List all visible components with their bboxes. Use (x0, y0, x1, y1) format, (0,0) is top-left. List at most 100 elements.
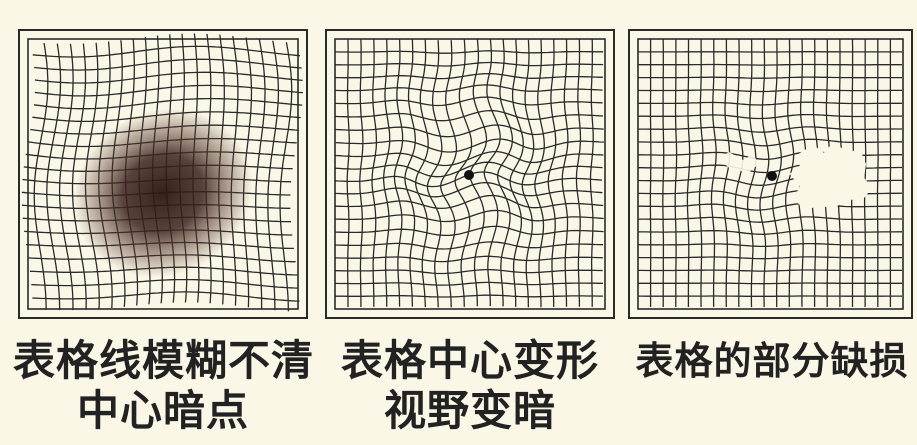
grid-line-horizontal (31, 278, 299, 289)
grid-line-horizontal (335, 109, 604, 122)
missing-area (789, 141, 873, 212)
grid-line-horizontal (638, 101, 902, 106)
grid-line-vertical (785, 39, 795, 307)
grid-line-horizontal (34, 84, 303, 97)
grid-line-horizontal (335, 124, 604, 138)
caption-panel-1: 表格线模糊不清 中心暗点 (13, 336, 313, 436)
grid-line-vertical (746, 39, 757, 308)
grid-line-vertical (382, 38, 391, 307)
grid-line-vertical (404, 39, 416, 307)
grid-line-horizontal (335, 241, 604, 250)
grid-line-horizontal (335, 150, 604, 167)
caption-panel-3: 表格的部分缺损 (630, 336, 914, 386)
grid-line-horizontal (334, 281, 603, 286)
grid-line-horizontal (638, 76, 902, 79)
grid-line-vertical (710, 38, 717, 307)
grid-line-vertical (359, 39, 364, 307)
grid-line-horizontal (335, 72, 603, 80)
grid-line-vertical (649, 39, 652, 307)
amsler-grid-partial-loss (627, 28, 914, 320)
grid-line-vertical (46, 43, 62, 311)
grid-line-vertical (496, 38, 514, 307)
grid-line-horizontal (638, 113, 902, 120)
grid-line-horizontal (334, 181, 603, 198)
grid-line-horizontal (638, 269, 902, 272)
grid-line-vertical (346, 39, 350, 308)
grid-line-horizontal (637, 242, 902, 248)
grid-line-vertical (589, 38, 594, 307)
grid-line-vertical (698, 39, 704, 308)
amsler-grid-center-distortion (324, 28, 616, 320)
caption-panel-2: 表格中心变形 视野变暗 (320, 336, 620, 436)
center-fixation-dot (464, 170, 474, 180)
grid-line-horizontal (637, 216, 902, 223)
caption-line: 表格中心变形 (340, 336, 599, 385)
grid-line-horizontal (638, 138, 903, 147)
grid-line-horizontal (637, 89, 902, 93)
grid-line-vertical (759, 39, 770, 308)
caption-line: 视野变暗 (383, 386, 556, 435)
grid-line-horizontal (334, 161, 603, 178)
grid-line-horizontal (335, 50, 604, 54)
grid-line-vertical (267, 40, 280, 311)
missing-area-left (719, 152, 759, 172)
grid-line-vertical (734, 39, 744, 308)
grid-line-horizontal (33, 97, 303, 110)
grid-line-vertical (534, 39, 545, 308)
grid-line-horizontal (32, 45, 301, 58)
grid-line-horizontal (335, 294, 603, 298)
grid-line-horizontal (334, 171, 603, 188)
grid-line-vertical (662, 39, 665, 307)
grid-line-horizontal (334, 268, 603, 275)
grid-line-horizontal (334, 96, 603, 107)
grid-line-horizontal (335, 209, 604, 223)
grid-line-horizontal (335, 225, 604, 237)
grid-line-vertical (509, 39, 524, 307)
grid-line-vertical (469, 38, 488, 307)
grid-line-vertical (876, 39, 879, 307)
grid-figure-1 (18, 29, 308, 319)
grid-line-vertical (674, 39, 678, 307)
grid-line-vertical (33, 42, 49, 310)
grid-line-vertical (58, 43, 74, 311)
grid-line-vertical (454, 39, 473, 307)
grid-line-horizontal (335, 138, 604, 153)
grid-figure-3 (628, 29, 913, 319)
center-fixation-dot (767, 171, 777, 181)
grid-line-horizontal (638, 229, 902, 235)
grid-line-vertical (561, 38, 569, 307)
grid-line-horizontal (334, 255, 603, 263)
amsler-grid-blurry-dark-center (17, 28, 309, 320)
grid-line-horizontal (335, 61, 604, 67)
grid-line-horizontal (637, 202, 902, 211)
grid-line-vertical (772, 39, 782, 308)
grid-line-vertical (393, 38, 404, 307)
grid-line-vertical (279, 42, 293, 312)
grid-line-horizontal (638, 63, 902, 66)
grid-line-vertical (426, 40, 443, 308)
grid-line-vertical (415, 39, 429, 308)
caption-line: 表格的部分缺损 (635, 339, 909, 383)
dark-spot (73, 108, 253, 278)
grid-line-horizontal (34, 71, 303, 84)
caption-line: 表格线模糊不清 (13, 336, 315, 385)
grid-line-horizontal (335, 194, 604, 210)
grid-line-horizontal (32, 291, 300, 302)
grid-line-vertical (722, 39, 731, 308)
grid-line-vertical (255, 39, 266, 309)
grid-line-vertical (863, 39, 867, 307)
caption-line: 中心暗点 (76, 386, 249, 435)
grid-line-vertical (483, 38, 501, 307)
grid-line-horizontal (34, 58, 302, 71)
grid-line-horizontal (334, 84, 603, 93)
grid-line-horizontal (638, 256, 902, 260)
grid-line-horizontal (638, 126, 902, 133)
grid-line-vertical (521, 39, 535, 308)
grid-line-vertical (71, 43, 87, 310)
grid-line-vertical (371, 39, 378, 307)
grid-line-vertical (440, 40, 458, 308)
grid-line-vertical (547, 39, 557, 307)
grid-figure-2 (325, 29, 615, 319)
grid-line-vertical (686, 39, 691, 307)
grid-line-vertical (575, 38, 582, 307)
